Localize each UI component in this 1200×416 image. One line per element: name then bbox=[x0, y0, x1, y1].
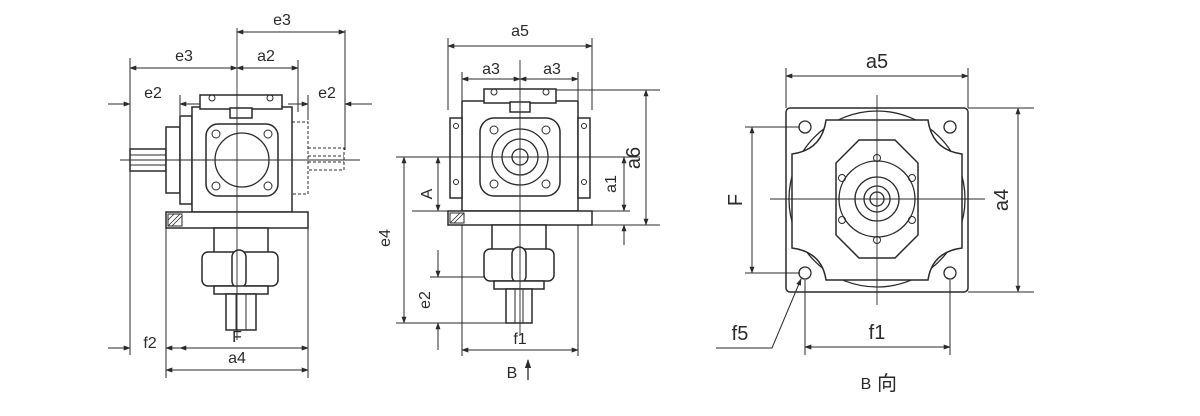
label-a1: a1 bbox=[603, 175, 620, 193]
label-e2-right: e2 bbox=[318, 85, 336, 102]
label-b-view-char: 向 bbox=[877, 371, 897, 395]
front-view: e3 e3 a2 e2 e2 f2 F a4 bbox=[108, 12, 372, 378]
label-a2: a2 bbox=[257, 48, 275, 65]
label-e3-left: e3 bbox=[175, 48, 193, 65]
label-a4-bview: a4 bbox=[991, 189, 1013, 211]
label-a3-left: a3 bbox=[482, 61, 500, 78]
label-a6: a6 bbox=[623, 147, 645, 169]
label-e2-side: e2 bbox=[417, 291, 434, 309]
label-a3-right: a3 bbox=[543, 61, 561, 78]
label-a5-side: a5 bbox=[511, 23, 529, 40]
label-f5: f5 bbox=[732, 323, 749, 345]
label-e2-left: e2 bbox=[144, 85, 162, 102]
label-F-front: F bbox=[232, 329, 242, 346]
label-a4-front: a4 bbox=[228, 350, 246, 367]
label-f1-side: f1 bbox=[513, 331, 526, 348]
label-F-bview: F bbox=[725, 194, 747, 206]
label-b-view-letter: B bbox=[861, 376, 872, 393]
label-A: A bbox=[419, 188, 436, 199]
label-e3-top: e3 bbox=[273, 12, 291, 29]
label-a5-bview: a5 bbox=[866, 51, 888, 73]
label-e4: e4 bbox=[377, 229, 394, 247]
b-view: a5 a4 F f1 f5 B 向 bbox=[716, 51, 1034, 395]
label-f1-bview: f1 bbox=[869, 322, 886, 344]
label-B-arrow: B bbox=[507, 365, 518, 382]
side-view: a5 a3 a3 a6 a1 A e4 e2 f1 B bbox=[377, 23, 660, 382]
label-f2: f2 bbox=[143, 335, 156, 352]
